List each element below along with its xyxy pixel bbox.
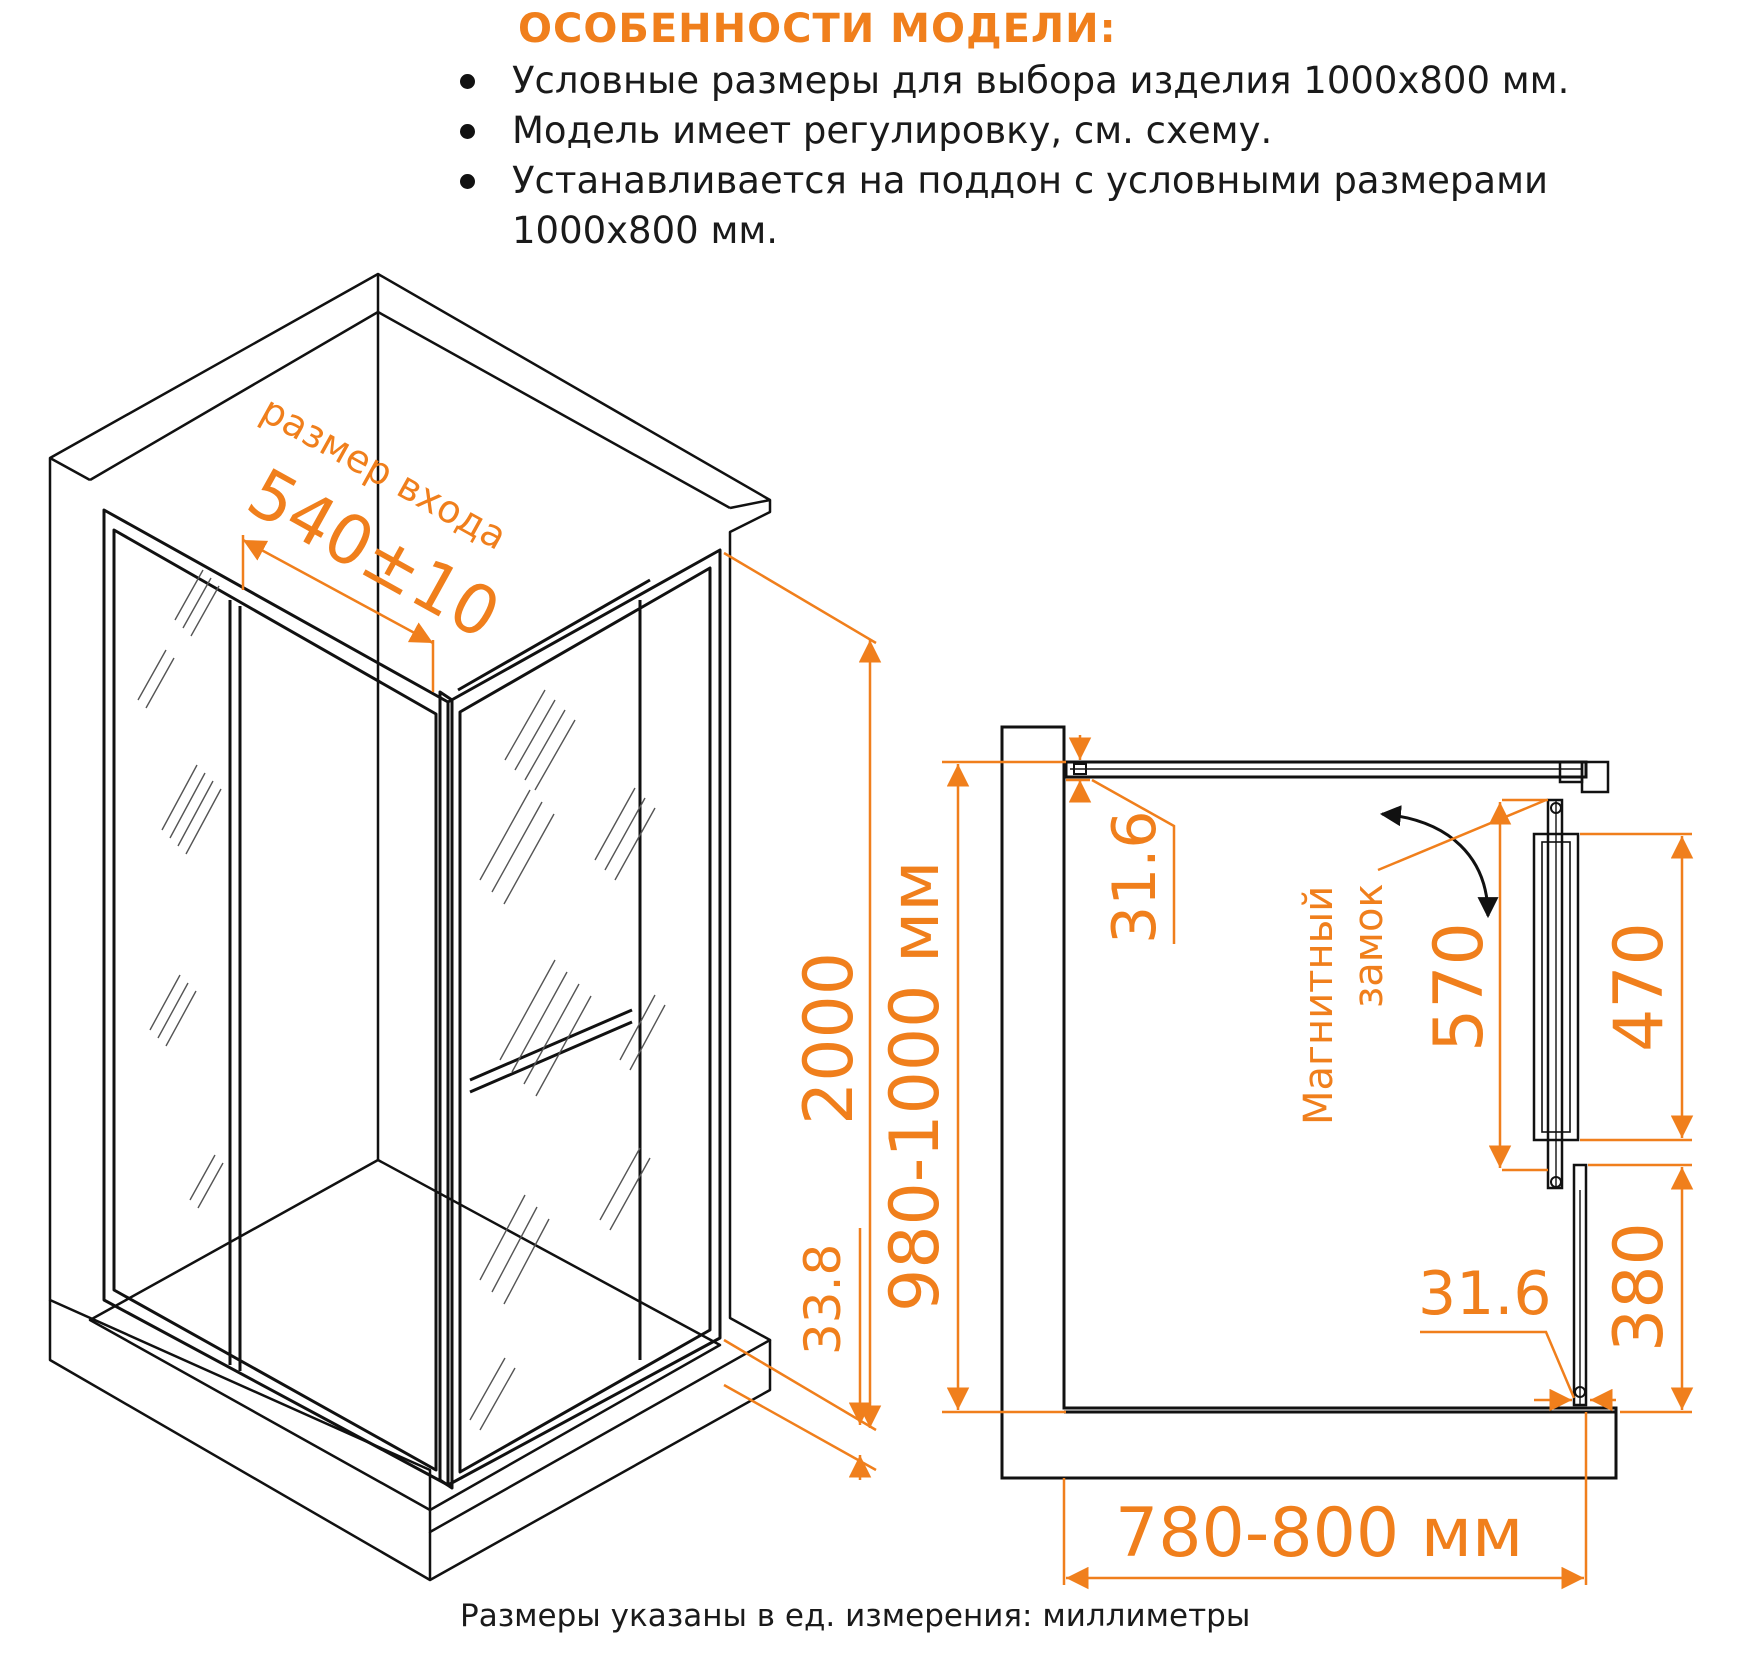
features-item: Модель имеет регулировку, см. схему.	[440, 106, 1730, 156]
isometric-view	[48, 272, 882, 1582]
features-item-text: Модель имеет регулировку, см. схему.	[512, 109, 1273, 152]
enclosure-frame	[102, 508, 722, 1490]
plan-width-value: 980-1000 мм	[876, 860, 955, 1312]
features-block: ОСОБЕННОСТИ МОДЕЛИ: Условные размеры для…	[440, 6, 1730, 256]
base-value: 33.8	[794, 1244, 852, 1355]
plan-view	[1000, 725, 1618, 1480]
back-walls	[48, 272, 772, 1534]
height-value: 2000	[790, 952, 869, 1125]
wall-left	[1000, 725, 1618, 1480]
features-list: Условные размеры для выбора изделия 1000…	[440, 56, 1730, 256]
features-item-text: Условные размеры для выбора изделия 1000…	[512, 59, 1570, 102]
units-footnote: Размеры указаны в ед. измерения: миллиме…	[460, 1598, 1251, 1634]
bullet-icon	[460, 124, 475, 139]
plan-dimensions	[942, 735, 1694, 1590]
features-item: Условные размеры для выбора изделия 1000…	[440, 56, 1730, 106]
features-item-text: Устанавливается на поддон с условными ра…	[512, 159, 1549, 252]
plan-depth-value: 780-800 мм	[1115, 1494, 1523, 1573]
bullet-icon	[460, 174, 475, 189]
door-swing-arrow	[1379, 805, 1499, 919]
features-item: Устанавливается на поддон с условными ра…	[440, 156, 1730, 256]
features-title: ОСОБЕННОСТИ МОДЕЛИ:	[518, 6, 1117, 52]
glass-pattern	[137, 569, 666, 1431]
entrance-dimension	[241, 535, 435, 692]
top-profile-value: 31.6	[1100, 810, 1170, 944]
shower-tray	[48, 1158, 772, 1582]
bottom-profile-value: 31.6	[1418, 1259, 1552, 1329]
magnet-label-line1: Магнитный	[1296, 886, 1342, 1125]
fixed-380-value: 380	[1600, 1222, 1679, 1352]
magnet-label-line2: замок	[1346, 883, 1392, 1008]
glass-470-value: 470	[1600, 922, 1679, 1052]
door-570-value: 570	[1420, 922, 1499, 1052]
bullet-icon	[460, 74, 475, 89]
base-dimension	[723, 1228, 877, 1480]
